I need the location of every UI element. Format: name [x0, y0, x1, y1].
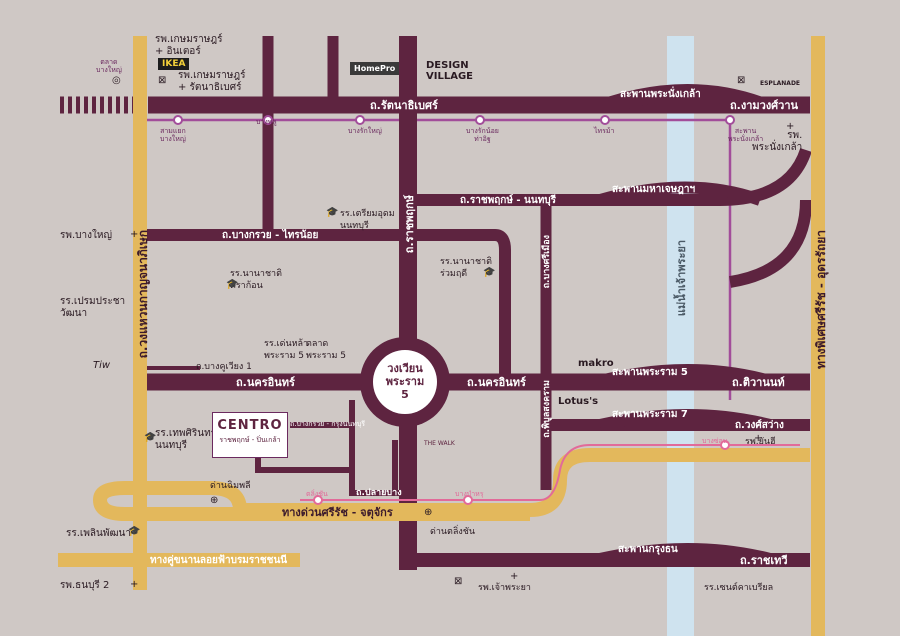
centro-subtitle: ราชพฤกษ์ - ปิ่นเกล้า: [219, 436, 281, 444]
place-thepsirin: รร.เทพศิรินทร์ นนทบุรี: [155, 428, 217, 451]
place-phra-nang-klao-hosp: รพ. พระนั่งเกล้า: [752, 130, 803, 153]
road-plai-bang: ถ.ปลายบาง: [356, 488, 402, 498]
hospital-icon: +: [130, 229, 139, 240]
rail-pink-line: [300, 444, 800, 501]
river-label: แม่น้ำเจ้าพระยา: [675, 240, 688, 317]
mall-icon: ⊠: [158, 75, 167, 86]
hospital-icon: +: [754, 433, 763, 444]
school-icon: 🎓: [144, 432, 157, 443]
place-talad-rama5: ตลาด พระราม 5: [306, 339, 347, 361]
school-icon: 🎓: [128, 526, 141, 537]
place-kasemrad-inter: รพ.เกษมราษฎร์ + อินเตอร์: [155, 34, 223, 57]
main-roads: [60, 36, 812, 570]
school-icon: 🎓: [326, 207, 339, 218]
road-kanchanaphisek: ถ.วงแหวนกาญจนาภิเษก: [136, 230, 150, 359]
road-rattanathibet: ถ.รัตนาธิเบศร์: [370, 99, 438, 112]
logo-ikea: IKEA: [158, 58, 190, 70]
road-ratchaphruek-vertical: ถ.ราชพฤกษ์: [403, 195, 416, 254]
place-prempracha: รร.เปรมประชา วัฒนา: [60, 296, 126, 319]
station-bang-phlu: บางพลู: [256, 118, 277, 126]
logo-tiw: Tiw: [93, 360, 111, 371]
place-bangyai-hosp: รพ.บางใหญ่: [60, 230, 112, 241]
place-toll-dan-chimphli: ด่านฉิมพลี: [210, 481, 251, 491]
bridge-rama7: สะพานพระราม 7: [612, 409, 688, 420]
place-kasemrad-rattanathibet: รพ.เกษมราษฎร์ + รัตนาธิเบศร์: [178, 70, 246, 93]
station-bang-rak-yai: บางรักใหญ่: [348, 127, 382, 135]
station-talingchan: ตลิ่งชัน: [306, 490, 328, 498]
centro-brand: CENTRO: [217, 418, 283, 433]
logo-lotus: Lotus's: [558, 396, 599, 407]
station-bang-rak-noi: บางรักน้อย ท่าอิฐ: [466, 127, 499, 143]
road-bangkruai-krungthon: ถ.บางกรวย - กรุงนนทบุรี: [290, 420, 366, 428]
station-dots: [173, 115, 735, 125]
roundabout-label: วงเวียน พระราม 5: [385, 362, 425, 401]
station-bang-bamru: บางบำหรุ: [455, 490, 484, 498]
road-tiwanon: ถ.ติวานนท์: [732, 376, 785, 389]
road-ratchawithi: ถ.ราชเทวี: [740, 554, 788, 567]
road-elevated: ทางคู่ขนานลอยฟ้าบรมราชชนนี: [150, 555, 288, 566]
mall-icon: ⊠: [454, 576, 463, 587]
road-bangsimuang: ถ.บางศรีเมือง: [542, 235, 552, 289]
road-ngamwongwan: ถ.งามวงศ์วาน: [730, 99, 799, 112]
road-bangkruai-sainoi: ถ.บางกรวย - ไทรน้อย: [222, 230, 319, 241]
bridge-rama5: สะพานพระราม 5: [612, 367, 688, 378]
station-sam-yaek-bangyai: สามแยก บางใหญ่: [160, 127, 186, 143]
station-sai-ma: ไทรม้า: [594, 127, 615, 135]
place-talad-bangyai: ตลาด บางใหญ่: [96, 58, 122, 74]
hospital-icon: +: [510, 571, 519, 582]
road-nakhon-in-right: ถ.นครอินทร์: [467, 376, 526, 389]
station-bang-son: บางซ่อน: [702, 437, 728, 445]
market-icon: ◎: [112, 75, 121, 86]
road-nakhon-in-left: ถ.นครอินทร์: [236, 376, 295, 389]
logo-homepro: HomePro: [350, 62, 400, 75]
river-chao-phraya: [667, 36, 694, 636]
bridge-phra-nang-klao: สะพานพระนั่งเกล้า: [620, 89, 701, 100]
place-phloen-phattana: รร.เพลินพัฒนา: [66, 528, 131, 539]
road-ratchaphruek-nonthaburi: ถ.ราชพฤกษ์ - นนทบุรี: [460, 195, 557, 206]
road-udon-rattaya: ทางพิเศษศรีรัช - อุดรรัถยา: [814, 230, 828, 369]
logo-thewalk: THE WALK: [424, 440, 455, 447]
toll-icon: ⊕: [424, 507, 433, 518]
road-bangkhuwiang: ถ.บางคูเวียง 1: [196, 362, 252, 372]
place-nanachat-trakon: รร.นานาชาติ ดราก้อน: [230, 269, 282, 291]
expressways: [58, 36, 825, 636]
place-thonburi2: รพ.ธนบุรี 2: [60, 580, 110, 591]
school-icon: 🎓: [483, 267, 496, 278]
bridge-maha-chesadabodin: สะพานมหาเจษฎาฯ: [612, 184, 696, 195]
place-den-la: รร.เด่นหล้า พระราม 5: [264, 339, 309, 361]
toll-icon: ⊕: [210, 495, 219, 506]
project-centro-marker[interactable]: CENTRO ราชพฤกษ์ - ปิ่นเกล้า: [212, 412, 288, 458]
school-icon: 🎓: [226, 279, 239, 290]
place-st-gabriel: รร.เซนต์คาเบรียล: [704, 583, 774, 593]
logo-makro: makro: [578, 358, 614, 369]
place-triam-udom: รร.เตรียมอุดม นนทบุรี: [340, 209, 395, 231]
road-expressway: ทางด่วนศรีรัช - จตุจักร: [282, 506, 393, 519]
logo-esplanade: ESPLANADE: [760, 80, 801, 87]
hospital-icon: +: [786, 121, 795, 132]
station-saphan-phra-nang-klao: สะพาน พระนั่งเกล้า: [728, 127, 764, 143]
logo-design-village: DESIGN VILLAGE: [426, 60, 473, 82]
place-yanhee: รพ.ยันฮี: [745, 437, 776, 447]
place-toll-talingchan: ด่านตลิ่งชัน: [430, 527, 476, 537]
road-wongsawang: ถ.วงศ์สว่าง: [735, 420, 784, 431]
bridge-krungthon: สะพานกรุงธน: [618, 544, 678, 555]
mall-icon: ⊠: [737, 75, 746, 86]
hospital-icon: +: [130, 579, 139, 590]
place-nanachat-ruamrudee: รร.นานาชาติ ร่วมฤดี: [440, 257, 492, 279]
place-chaophraya-hosp: รพ.เจ้าพระยา: [478, 583, 531, 593]
road-phiboonsongkram: ถ.พิบูลสงคราม: [542, 380, 552, 438]
